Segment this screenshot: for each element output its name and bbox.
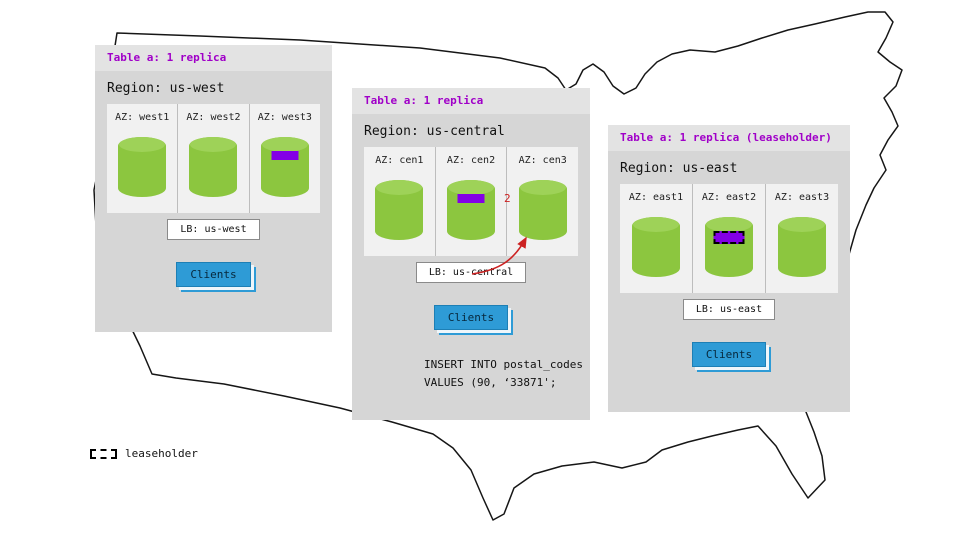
az-column: AZ: cen3 — [507, 147, 578, 256]
az-label: AZ: west3 — [257, 112, 312, 123]
database-cylinder — [632, 217, 680, 277]
arrow-step-number: 2 — [504, 192, 511, 205]
az-column: AZ: west1 — [107, 104, 179, 213]
table-replica-label: Table a: 1 replica — [352, 88, 590, 114]
az-column: AZ: cen1 — [364, 147, 436, 256]
clients-row: Clients — [352, 305, 590, 330]
database-cylinder — [375, 180, 424, 240]
replica-marker — [457, 194, 485, 203]
load-balancer-box: LB: us-west — [167, 219, 260, 240]
database-cylinder — [118, 137, 167, 197]
database-cylinder — [778, 217, 826, 277]
load-balancer-box: LB: us-central — [415, 262, 527, 283]
az-grid: AZ: cen1 AZ: cen2 AZ: cen3 — [364, 147, 578, 256]
az-label: AZ: east1 — [628, 192, 684, 203]
leaseholder-replica-marker — [713, 231, 745, 244]
sql-line-1: INSERT INTO postal_codes — [424, 358, 583, 371]
az-label: AZ: west2 — [186, 112, 241, 123]
replica-marker — [271, 151, 299, 160]
az-label: AZ: cen1 — [375, 155, 424, 166]
az-label: AZ: cen2 — [446, 155, 496, 166]
legend-label: leaseholder — [125, 447, 198, 460]
az-label: AZ: west1 — [115, 112, 170, 123]
region-panel-us-central: Table a: 1 replica Region: us-central AZ… — [352, 88, 590, 420]
clients-box: Clients — [691, 342, 767, 367]
az-column: AZ: west3 — [250, 104, 320, 213]
leaseholder-swatch-icon — [90, 448, 117, 459]
table-replica-label: Table a: 1 replica — [95, 45, 332, 71]
az-label: AZ: cen3 — [518, 155, 567, 166]
load-balancer-box: LB: us-east — [682, 299, 776, 320]
legend: leaseholder — [90, 447, 198, 460]
az-label: AZ: east3 — [774, 192, 830, 203]
az-column: AZ: east2 — [693, 184, 766, 293]
database-cylinder — [189, 137, 238, 197]
sql-statement: INSERT INTO postal_codes VALUES (90, ‘33… — [424, 356, 590, 391]
region-title: Region: us-west — [107, 81, 225, 96]
az-column: AZ: east3 — [766, 184, 838, 293]
az-grid: AZ: west1 AZ: west2 AZ: west3 — [107, 104, 320, 213]
region-panel-us-west: Table a: 1 replica Region: us-west AZ: w… — [95, 45, 332, 332]
az-column: AZ: east1 — [620, 184, 693, 293]
region-title: Region: us-east — [620, 161, 738, 176]
clients-box: Clients — [433, 305, 509, 330]
database-cylinder — [518, 180, 567, 240]
database-cylinder — [705, 217, 753, 277]
database-cylinder — [447, 180, 495, 240]
az-column: AZ: cen2 — [436, 147, 508, 256]
sql-line-2: VALUES (90, ‘33871'; — [424, 375, 557, 389]
region-panel-us-east: Table a: 1 replica (leaseholder) Region:… — [608, 125, 850, 412]
database-cylinder — [260, 137, 309, 197]
clients-row: Clients — [95, 262, 332, 287]
region-title: Region: us-central — [364, 124, 505, 139]
clients-row: Clients — [608, 342, 850, 367]
az-label: AZ: east2 — [701, 192, 757, 203]
table-replica-label: Table a: 1 replica (leaseholder) — [608, 125, 850, 151]
clients-box: Clients — [176, 262, 251, 287]
az-column: AZ: west2 — [178, 104, 250, 213]
az-grid: AZ: east1 AZ: east2 AZ: east3 — [620, 184, 838, 293]
